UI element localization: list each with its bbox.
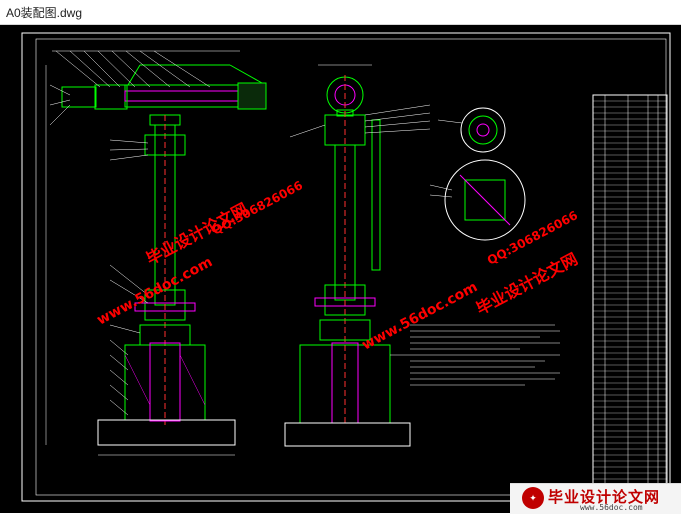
watermark-site-name-1: 毕业设计论文网 — [143, 199, 251, 268]
left-leaders — [49, 50, 240, 416]
watermark-layer: 毕业设计论文网 www.56doc.com QQ:306826066 www.5… — [94, 178, 580, 353]
left-view — [45, 64, 267, 456]
window-titlebar: A0装配图.dwg — [0, 0, 681, 25]
drawing-canvas[interactable]: 毕业设计论文网 www.56doc.com QQ:306826066 www.5… — [0, 25, 681, 513]
logo-url: www.56doc.com — [580, 503, 643, 512]
cad-viewport[interactable]: 毕业设计论文网 www.56doc.com QQ:306826066 www.5… — [0, 25, 681, 513]
drawing-frame — [21, 32, 671, 502]
parts-list-rows — [593, 100, 667, 492]
detail-views — [429, 107, 526, 241]
technical-notes — [410, 324, 560, 386]
window-title: A0装配图.dwg — [6, 6, 83, 20]
middle-view — [284, 64, 411, 447]
logo-name: 毕业设计论文网 — [548, 488, 661, 506]
inner-frame — [35, 38, 667, 496]
site-logo-icon: ✦ — [522, 487, 544, 509]
site-logo: ✦ 毕业设计论文网 www.56doc.com — [510, 483, 681, 514]
middle-leaders — [289, 104, 431, 356]
watermark-url-2: www.56doc.com — [359, 279, 480, 353]
